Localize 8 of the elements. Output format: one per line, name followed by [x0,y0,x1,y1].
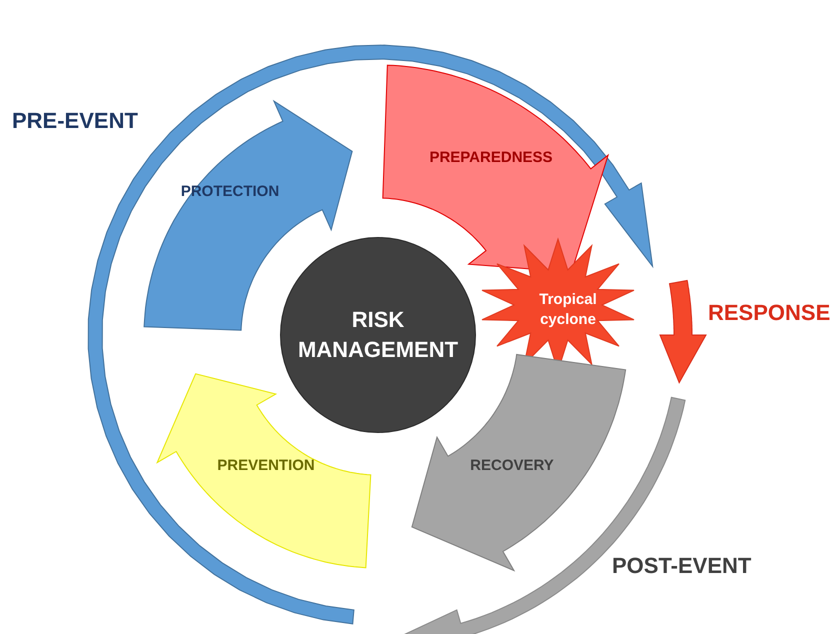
node-label: RISK MANAGEMENT [296,306,460,364]
node-label: PREVENTION [217,456,315,476]
node-label: PREPAREDNESS [429,148,553,168]
node-label: Tropical cyclone [538,290,598,329]
node-label: RECOVERY [470,456,554,476]
stage-label: RESPONSE [708,299,830,327]
stage-label: POST-EVENT [612,552,752,580]
stage-label: PRE-EVENT [12,107,138,135]
